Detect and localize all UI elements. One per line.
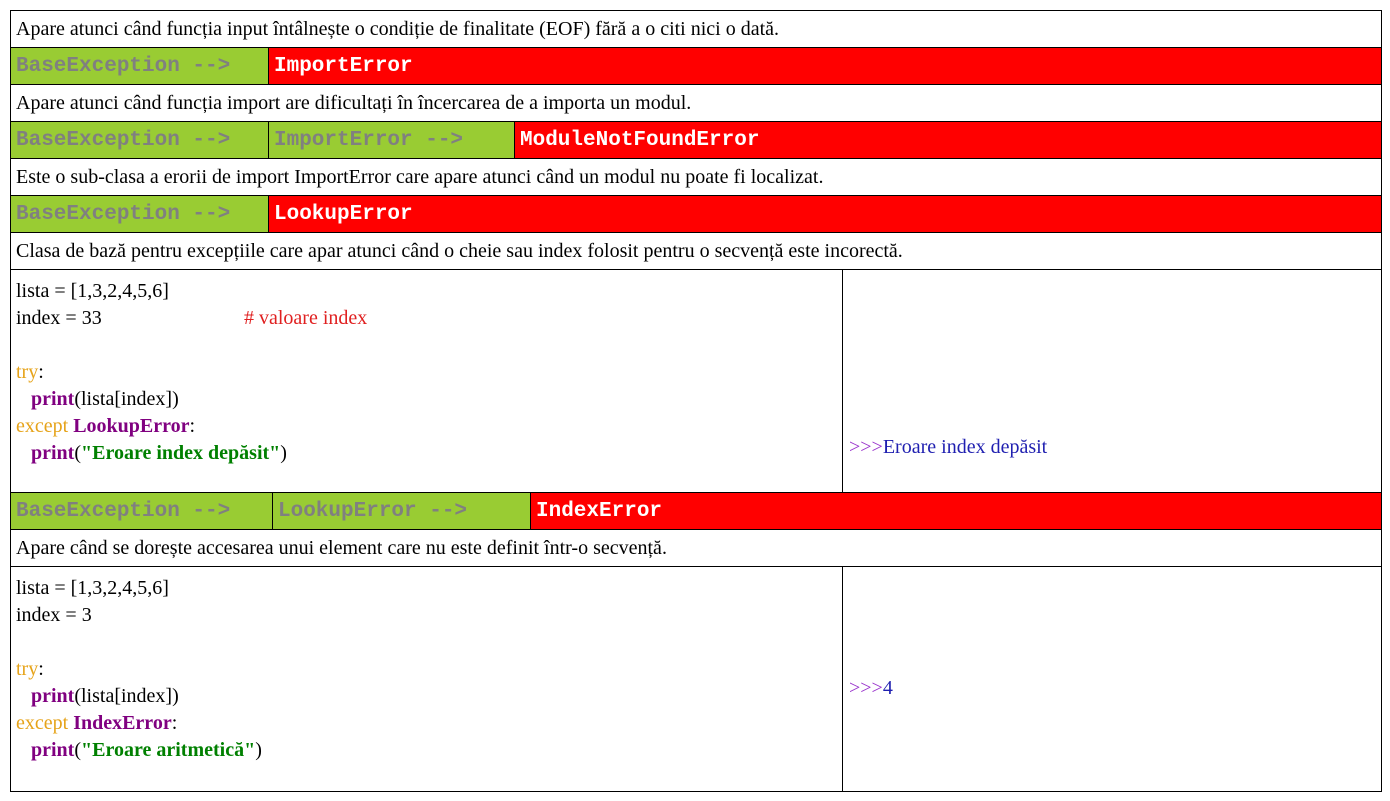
- code-line: lista = [1,3,2,4,5,6]: [16, 577, 169, 599]
- output-line: >>>Eroare index depăsit: [849, 436, 1048, 458]
- error-lookuperror: LookupError: [269, 196, 1381, 232]
- code-block: lista = [1,3,2,4,5,6] index = 3 try: pri…: [11, 567, 843, 791]
- exception-table: Apare atunci când funcția input întâlneș…: [10, 10, 1382, 792]
- output-block: >>>4: [843, 567, 1381, 791]
- parent-baseexception: BaseException -->: [11, 122, 269, 158]
- description-lookuperror: Clasa de bază pentru excepțiile care apa…: [11, 233, 1381, 270]
- description-importerror: Apare atunci când funcția import are dif…: [11, 85, 1381, 122]
- code-line: print("Eroare aritmetică"): [31, 739, 262, 761]
- hierarchy-lookuperror: BaseException --> LookupError: [11, 196, 1381, 233]
- code-example-lookuperror: lista = [1,3,2,4,5,6] index = 33# valoar…: [11, 270, 1381, 493]
- code-line: try:: [16, 361, 44, 383]
- parent-importerror: ImportError -->: [269, 122, 515, 158]
- code-line: print(lista[index]): [31, 388, 179, 410]
- hierarchy-indexerror: BaseException --> LookupError --> IndexE…: [11, 493, 1381, 530]
- description-indexerror: Apare când se dorește accesarea unui ele…: [11, 530, 1381, 567]
- code-line: try:: [16, 658, 44, 680]
- code-line: index = 3: [16, 604, 92, 626]
- parent-lookuperror: LookupError -->: [273, 493, 531, 529]
- error-modulenotfounderror: ModuleNotFoundError: [515, 122, 1381, 158]
- code-line: print("Eroare index depăsit"): [31, 442, 287, 464]
- description-modulenotfounderror: Este o sub-clasa a erorii de import Impo…: [11, 159, 1381, 196]
- output-block: >>>Eroare index depăsit: [843, 270, 1381, 492]
- code-line: except IndexError:: [16, 712, 178, 734]
- hierarchy-importerror: BaseException --> ImportError: [11, 48, 1381, 85]
- code-line: index = 33# valoare index: [16, 307, 368, 329]
- output-line: >>>4: [849, 677, 893, 699]
- parent-baseexception: BaseException -->: [11, 493, 273, 529]
- parent-baseexception: BaseException -->: [11, 48, 269, 84]
- code-example-indexerror: lista = [1,3,2,4,5,6] index = 3 try: pri…: [11, 567, 1381, 791]
- parent-baseexception: BaseException -->: [11, 196, 269, 232]
- code-comment: # valoare index: [244, 307, 368, 329]
- code-block: lista = [1,3,2,4,5,6] index = 33# valoar…: [11, 270, 843, 492]
- error-importerror: ImportError: [269, 48, 1381, 84]
- code-line: except LookupError:: [16, 415, 196, 437]
- description-eoferror: Apare atunci când funcția input întâlneș…: [11, 11, 1381, 48]
- code-line: print(lista[index]): [31, 685, 179, 707]
- error-indexerror: IndexError: [531, 493, 1381, 529]
- hierarchy-modulenotfounderror: BaseException --> ImportError --> Module…: [11, 122, 1381, 159]
- code-line: lista = [1,3,2,4,5,6]: [16, 280, 169, 302]
